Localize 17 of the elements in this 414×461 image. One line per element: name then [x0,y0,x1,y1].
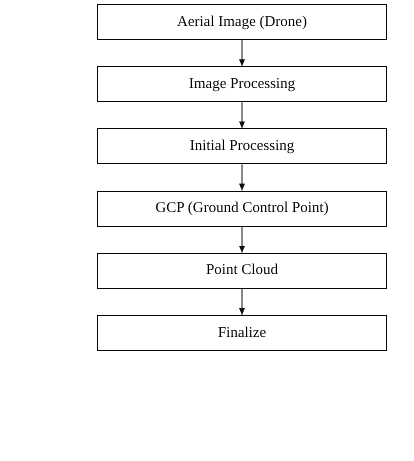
arrow [239,226,245,254]
arrow [239,164,245,192]
process-box [97,252,387,289]
process-box [97,315,387,351]
arrow [239,102,245,129]
arrow [239,288,245,316]
process-box [97,190,387,227]
box-label: Aerial Image (Drone) [177,14,307,30]
process-box [97,128,387,164]
arrow [239,40,245,67]
process-box [97,66,387,102]
box-label: Image Processing [188,76,296,93]
process-box [97,4,387,40]
box-label: GCP (Ground Control Point) [155,200,329,218]
box-label: Point Cloud [206,262,278,280]
box-label: Initial Processing [190,138,294,155]
box-label: Finalize [218,324,266,342]
